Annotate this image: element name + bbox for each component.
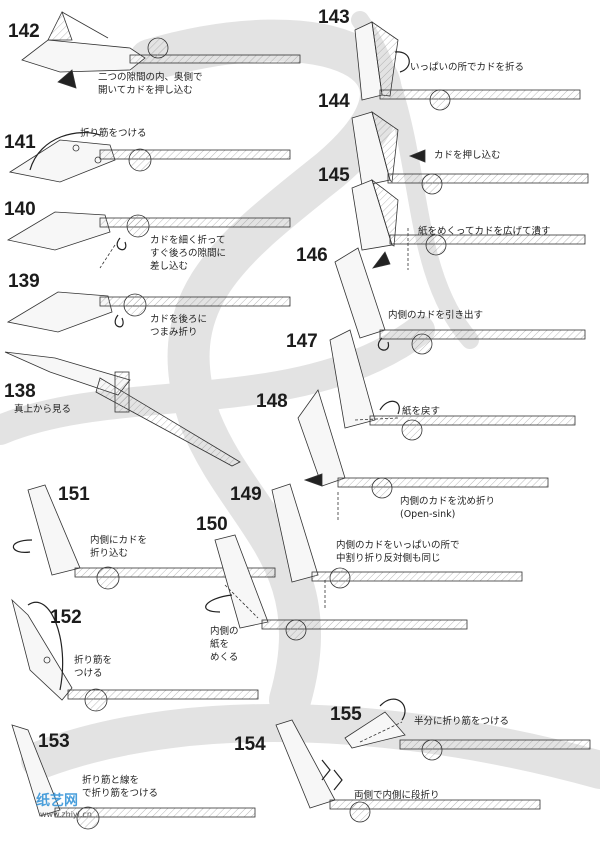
- step-153-note: 折り筋と線をで折り筋をつける: [82, 775, 159, 799]
- step-148-note: 内側のカドを沈め折り(Open-sink): [400, 496, 496, 520]
- step-147-model: [329, 329, 576, 441]
- step-139-model: [6, 291, 291, 333]
- step-139-note: カドを後ろにつまみ折り: [150, 314, 208, 338]
- step-140-note: カドを細く折ってすぐ後ろの隙間に差し込む: [150, 235, 227, 272]
- step-145-number: 145: [318, 165, 350, 186]
- step-153-number: 153: [38, 731, 70, 752]
- step-150-model: [205, 534, 468, 641]
- step-152-number: 152: [50, 607, 82, 628]
- step-143-note: いっぱいの所でカドを折る: [410, 62, 525, 73]
- step-146-note: 内側のカドを引き出す: [388, 310, 484, 321]
- step-142-note: 二つの隙間の内、奥側で開いてカドを押し込む: [98, 72, 203, 96]
- step-154-note: 両側で内側に段折り: [354, 790, 440, 801]
- step-155-model: [344, 698, 591, 761]
- step-152-model: [11, 598, 259, 712]
- step-145-model: [351, 178, 586, 270]
- step-141-model: [8, 131, 291, 183]
- step-148-number: 148: [256, 391, 288, 412]
- step-151-note: 内側にカドを折り込む: [90, 535, 148, 559]
- watermark-logo: 纸艺网: [36, 793, 78, 809]
- step-151-number: 151: [58, 484, 90, 505]
- watermark-url: www.zhiyi.cn: [40, 810, 92, 819]
- step-138-number: 138: [4, 381, 36, 402]
- step-149-note: 内側のカドをいっぱいの所で中割り折り反対側も同じ: [336, 540, 460, 564]
- step-144-model: [351, 111, 589, 195]
- step-148-model: [297, 389, 549, 520]
- step-151-model: [12, 484, 276, 590]
- step-142-model: [21, 10, 301, 89]
- step-141-number: 141: [4, 132, 36, 153]
- step-140-number: 140: [4, 199, 36, 220]
- step-147-note: 紙を戻す: [402, 406, 441, 417]
- step-153-model: [11, 724, 256, 830]
- step-154-model: [275, 719, 541, 823]
- step-152-note: 折り筋をつける: [74, 655, 113, 679]
- step-144-number: 144: [318, 91, 350, 112]
- step-143-model: [354, 21, 581, 111]
- step-150-number: 150: [196, 514, 228, 535]
- step-140-model: [6, 211, 291, 269]
- step-155-note: 半分に折り筋をつける: [414, 716, 510, 727]
- step-154-number: 154: [234, 734, 266, 755]
- step-145-note: 紙をめくってカドを広げて潰す: [418, 226, 551, 237]
- step-142-number: 142: [8, 21, 40, 42]
- step-155-number: 155: [330, 704, 362, 725]
- step-138-note: 真上から見る: [14, 404, 72, 415]
- step-138-model: [4, 351, 241, 467]
- step-149-number: 149: [230, 484, 262, 505]
- step-139-number: 139: [8, 271, 40, 292]
- step-144-note: カドを押し込む: [434, 150, 501, 161]
- step-146-model: [334, 247, 586, 355]
- step-143-number: 143: [318, 7, 350, 28]
- step-141-note: 折り筋をつける: [80, 128, 147, 139]
- step-147-number: 147: [286, 331, 318, 352]
- step-146-number: 146: [296, 245, 328, 266]
- step-150-note: 内側の紙をめくる: [210, 626, 239, 663]
- step-149-model: [271, 483, 523, 610]
